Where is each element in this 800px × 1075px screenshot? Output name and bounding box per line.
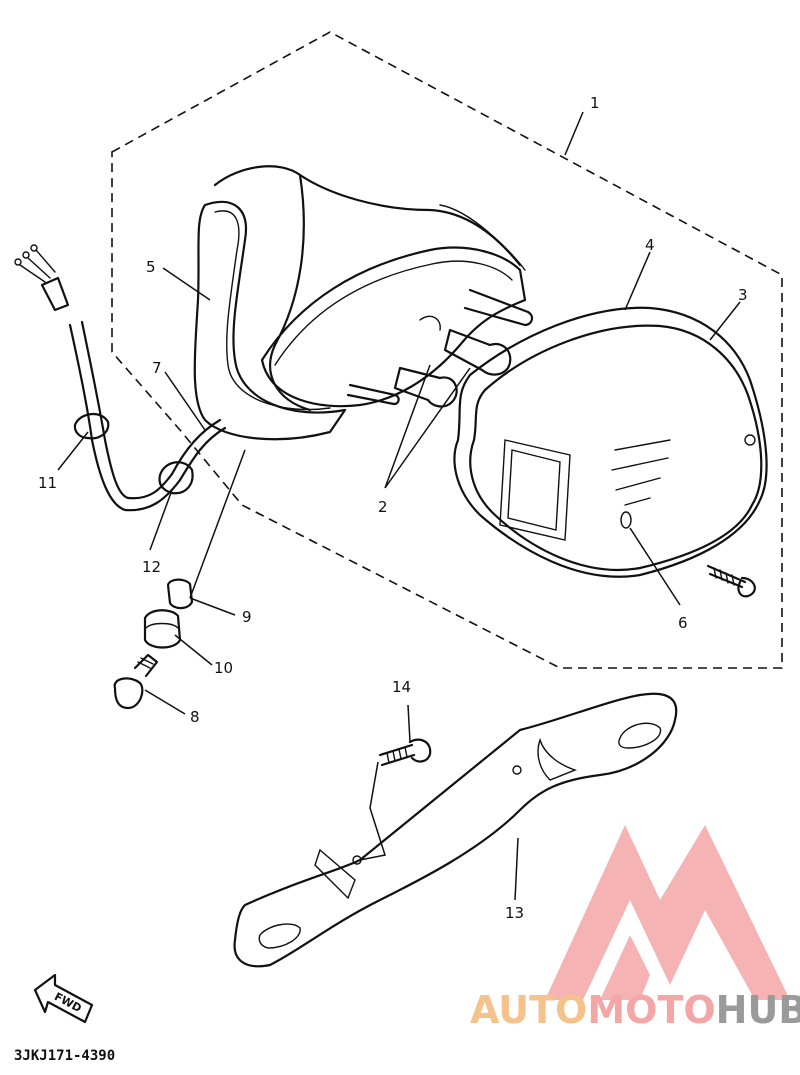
- leader-lines: [57, 111, 741, 901]
- callout-14: 14: [392, 678, 411, 696]
- diagram-code: 3JKJ171-4390: [14, 1048, 115, 1064]
- callout-5: 5: [146, 258, 156, 276]
- part-10-damper: [143, 609, 182, 649]
- part-8-bolt: [113, 653, 159, 710]
- fwd-arrow: FWD: [33, 973, 94, 1024]
- part-12-grommet: [158, 461, 194, 495]
- callout-10: 10: [214, 659, 233, 677]
- part-2-bulbs: [393, 328, 512, 408]
- part-9-collar: [166, 578, 194, 610]
- callout-7: 7: [152, 359, 162, 377]
- callout-6: 6: [678, 614, 688, 632]
- watermark-logo: AUTOMOTOHUB: [470, 825, 800, 1032]
- part-4-gasket: [453, 306, 768, 578]
- callout-9: 9: [242, 608, 252, 626]
- callout-13: 13: [505, 904, 524, 922]
- callout-11: 11: [38, 474, 57, 492]
- part-14-bolt: [378, 738, 432, 767]
- fwd-label: FWD: [52, 990, 84, 1015]
- light-housing: [260, 246, 534, 408]
- callout-12: 12: [142, 558, 161, 576]
- part-13-bracket: [233, 692, 678, 968]
- callout-4: 4: [645, 236, 655, 254]
- callout-1: 1: [590, 94, 600, 112]
- part-6-screw: [706, 564, 756, 598]
- watermark-text: AUTOMOTOHUB: [470, 988, 800, 1032]
- part-3-lamp-lens: [469, 324, 763, 572]
- part-5-lens-cover: [193, 165, 526, 441]
- part-11-wire-harness: [14, 244, 227, 512]
- callout-2: 2: [378, 498, 388, 516]
- callout-8: 8: [190, 708, 200, 726]
- callout-3: 3: [738, 286, 748, 304]
